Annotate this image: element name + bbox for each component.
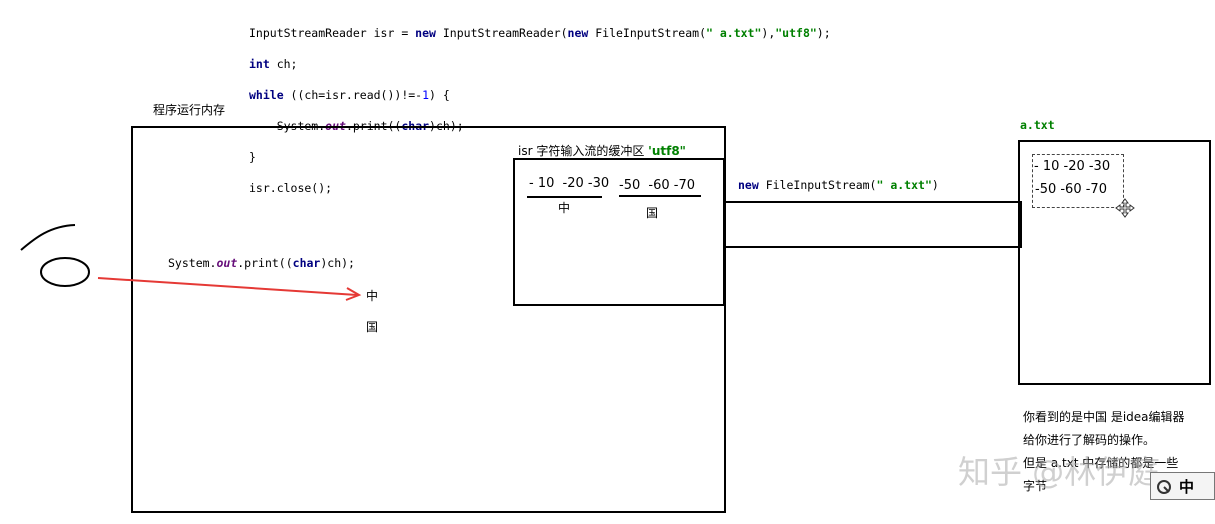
file-row-2: -50 -60 -70 <box>1035 182 1107 197</box>
file-selection <box>1032 154 1124 208</box>
output-char-2: 国 <box>366 320 379 334</box>
buffer-group-2-values: -50 -60 -70 <box>619 178 695 193</box>
output-arrow <box>97 277 362 301</box>
buffer-group-1-char: 中 <box>558 201 571 215</box>
code-line-2: int ch; <box>249 56 298 71</box>
buffer-group-1-values: - 10 -20 -30 <box>529 176 610 191</box>
file-row-1: - 10 -20 -30 <box>1034 159 1111 174</box>
watermark: 知乎 @林伊庭 <box>958 453 1161 491</box>
note-text: 你看到的是中国 是idea编辑器 给你进行了解码的操作。 但是 a.txt 中存… <box>1023 410 1185 493</box>
person-sketch-icon <box>20 224 90 287</box>
output-char-1: 中 <box>366 289 379 303</box>
code-block: InputStreamReader isr = new InputStreamR… <box>249 10 831 212</box>
file-box <box>1018 140 1211 385</box>
file-name: a.txt <box>1020 118 1055 132</box>
code-line-5: } <box>249 149 256 164</box>
print-statement: System.out.print((char)ch); <box>168 256 355 270</box>
code-line-4: System.out.print((char)ch); <box>249 118 464 133</box>
memory-box <box>131 126 726 513</box>
ime-widget[interactable]: 中 <box>1150 472 1215 500</box>
move-cursor-icon <box>1115 198 1135 218</box>
code-line-6: isr.close(); <box>249 180 333 195</box>
ime-char: 中 <box>1179 478 1195 496</box>
stream-pipe <box>724 201 1022 248</box>
buffer-group-2-char: 国 <box>646 206 659 220</box>
code-line-1: InputStreamReader isr = new InputStreamR… <box>249 25 831 40</box>
code-line-3: while ((ch=isr.read())!=-1) { <box>249 87 450 102</box>
refresh-icon <box>1157 480 1171 494</box>
memory-label: 程序运行内存 <box>153 103 226 117</box>
stream-label: new FileInputStream(" a.txt") <box>738 178 939 192</box>
buffer-group-1-underline <box>527 196 602 198</box>
buffer-label: isr 字符输入流的缓冲区 'utf8" <box>518 144 686 158</box>
buffer-group-2-underline <box>619 195 701 197</box>
